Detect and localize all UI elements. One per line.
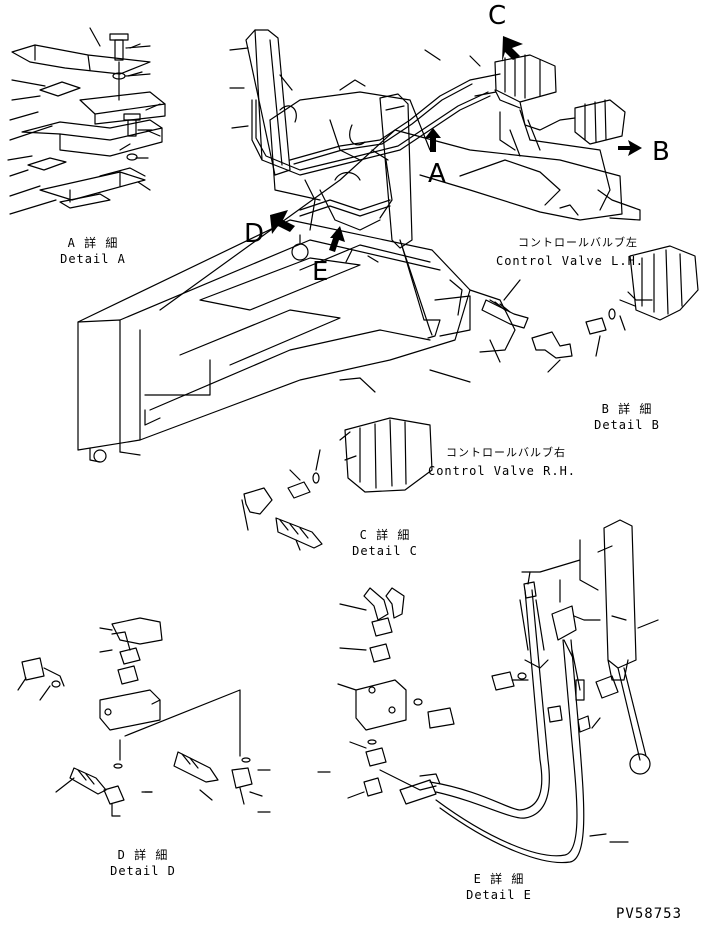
detail-b-caption-en: Detail B [594,418,660,432]
detail-e-drawing [337,519,659,864]
callout-a: A [428,159,446,189]
detail-d-caption-en: Detail D [110,864,176,878]
callout-b: B [652,137,670,167]
control-valve-lh-jp: コントロールバルブ左 [518,236,638,249]
detail-c-caption-jp: C 詳 細 [359,528,411,542]
callout-d: D [244,219,265,249]
main-assembly-drawing [77,27,642,463]
detail-d-caption-jp: D 詳 細 [117,848,169,862]
detail-b-caption-jp: B 詳 細 [601,402,653,416]
detail-b-drawing [481,245,699,373]
control-valve-lh-en: Control Valve L.H. [495,254,645,268]
detail-e-caption-jp: E 詳 細 [473,872,525,886]
detail-c-drawing [241,417,433,551]
detail-a-caption-en: Detail A [60,252,126,266]
detail-c-caption-en: Detail C [352,544,418,558]
control-valve-rh-jp: コントロールバルブ右 [446,446,566,459]
callout-e: E [312,257,329,287]
detail-a-drawing [7,33,166,215]
detail-d-drawing [17,617,271,817]
detail-a-caption-jp: A 詳 細 [67,236,119,250]
control-valve-rh-en: Control Valve R.H. [427,464,577,478]
callout-c: C [488,1,507,31]
detail-e-caption-en: Detail E [466,888,532,902]
part-number: PV58753 [616,906,683,922]
